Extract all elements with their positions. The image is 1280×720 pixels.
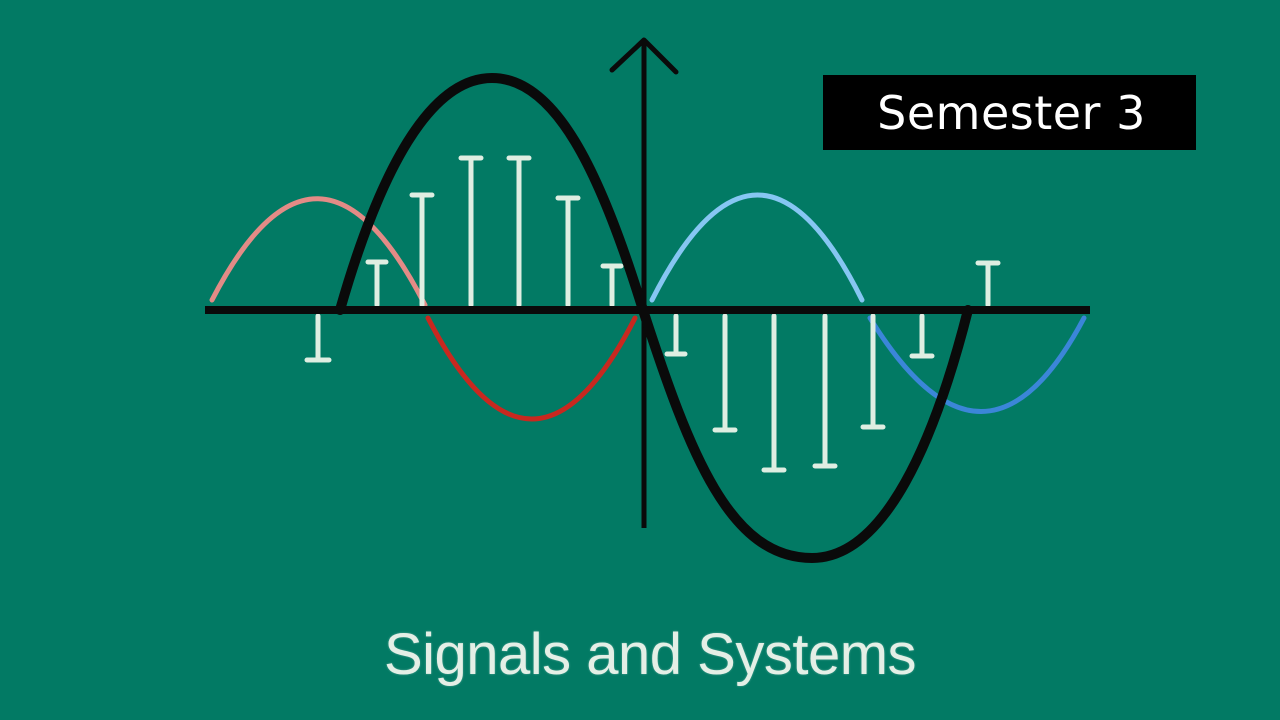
sine-segment-pink	[209, 196, 428, 308]
sine-segment-light-blue	[649, 192, 865, 303]
sine-segment-blue	[867, 315, 1087, 414]
semester-badge: Semester 3	[823, 75, 1196, 150]
sine-segment-red	[425, 315, 638, 422]
sample-stems	[304, 155, 1001, 473]
arrow-up-icon	[609, 37, 679, 75]
course-title: Signals and Systems	[383, 622, 917, 687]
main-sine-wave	[335, 72, 973, 564]
